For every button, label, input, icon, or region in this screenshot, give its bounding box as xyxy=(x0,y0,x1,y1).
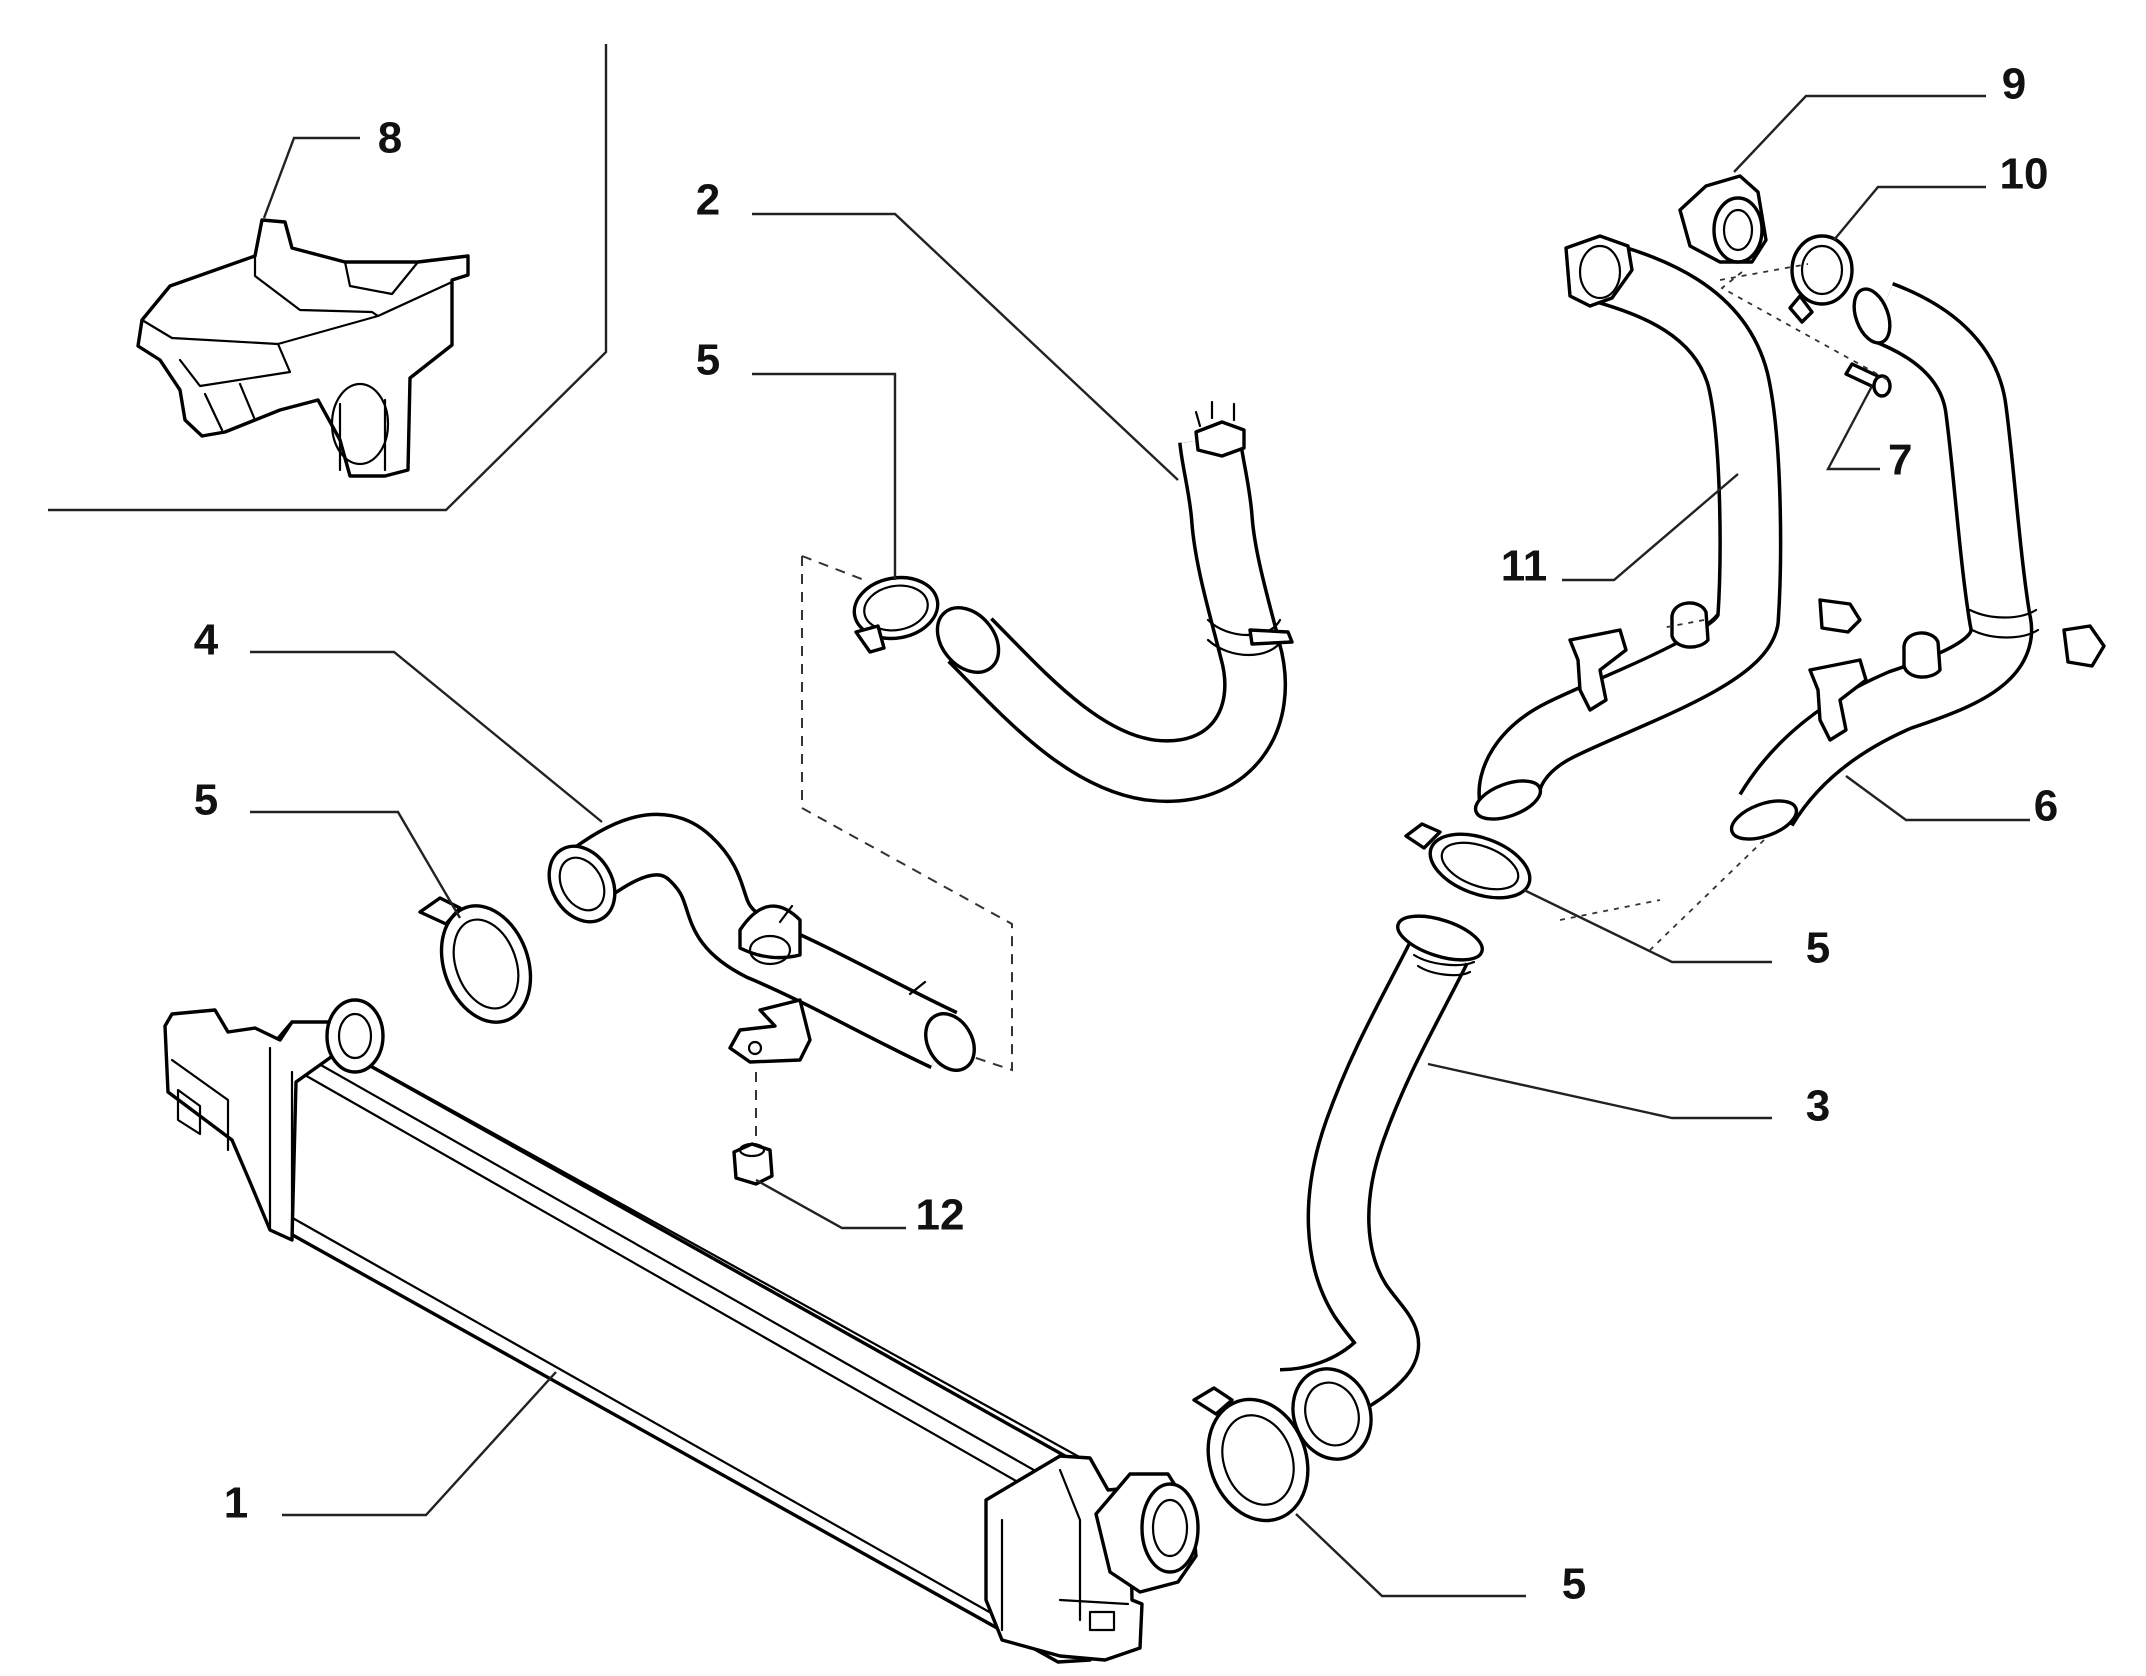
callout-10: 10 xyxy=(2000,150,2049,199)
callout-5-left: 5 xyxy=(194,776,218,825)
part-3-hose xyxy=(1279,914,1484,1461)
part-10-clamp xyxy=(1788,234,1854,324)
callout-labels: 8 2 5 4 5 12 1 5 3 5 6 11 7 9 10 xyxy=(194,60,2058,1609)
callout-5-bottom: 5 xyxy=(1562,1560,1586,1609)
callout-3: 3 xyxy=(1806,1082,1830,1131)
part-6-pipe xyxy=(1729,282,2106,841)
part-4-pipe xyxy=(547,812,976,1072)
callout-12: 12 xyxy=(916,1191,965,1240)
callout-5-upper: 5 xyxy=(696,336,720,385)
part-8-bracket xyxy=(136,218,470,478)
inset-frame xyxy=(48,44,608,512)
callout-2: 2 xyxy=(696,176,720,225)
part-1-intercooler xyxy=(163,998,1200,1664)
callout-6: 6 xyxy=(2034,782,2058,831)
assembly-guides xyxy=(755,263,1889,1140)
callout-1: 1 xyxy=(224,1479,248,1528)
callout-7: 7 xyxy=(1888,436,1912,485)
leader-lines xyxy=(250,94,2030,1598)
part-12-nut xyxy=(732,1142,774,1186)
callout-11: 11 xyxy=(1501,542,1548,591)
part-5-clamp-a xyxy=(852,575,940,654)
callout-8: 8 xyxy=(378,114,402,163)
callout-4: 4 xyxy=(194,616,219,665)
callout-5-right: 5 xyxy=(1806,924,1830,973)
part-2-hose xyxy=(935,400,1294,804)
part-5-clamp-b xyxy=(418,896,533,1024)
part-11-pipe xyxy=(1473,234,1862,821)
callout-9: 9 xyxy=(2002,60,2026,109)
part-7-bolt xyxy=(1844,362,1892,398)
part-5-clamp-d xyxy=(1192,1386,1310,1523)
part-5-clamp-c xyxy=(1404,822,1532,900)
part-9-flange xyxy=(1678,174,1768,264)
